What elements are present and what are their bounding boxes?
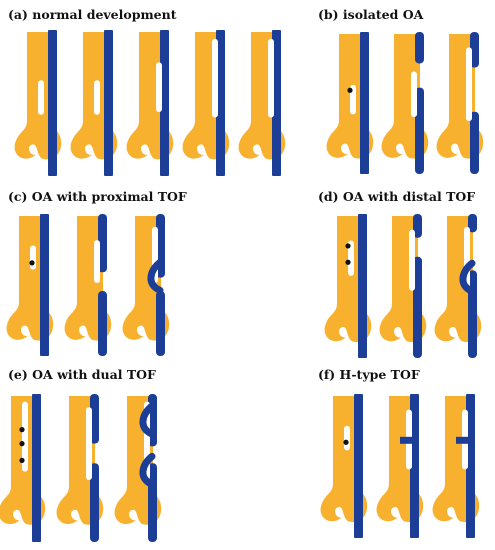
trachea-shape: [466, 394, 475, 538]
trachea-upper-shape: [470, 32, 479, 68]
separation-notch: [409, 229, 415, 291]
trachea-upper-shape: [415, 32, 424, 64]
separation-notch: [268, 38, 274, 118]
figure-atresia-wide: [436, 32, 484, 174]
trachea-upper-shape: [413, 214, 422, 238]
fistula-hook: [139, 452, 156, 488]
trachea-shape: [410, 394, 419, 538]
fistula-dot: [345, 259, 351, 265]
separation-notch: [212, 38, 218, 118]
figure-atresia-gap: [381, 32, 429, 174]
figure-h-bridge: [376, 394, 424, 538]
panel-oa-proximal-tof: [6, 214, 170, 356]
caption-c: (c) OA with proximal TOF: [8, 189, 187, 204]
trachea-lower-shape: [156, 291, 165, 356]
trachea-upper-shape: [468, 214, 477, 233]
caption-b: (b) isolated OA: [318, 7, 424, 22]
figure-full-split: [238, 30, 286, 176]
trachea-shape: [104, 30, 113, 176]
h-fistula-bridge: [456, 436, 470, 444]
separation-notch: [344, 425, 350, 451]
figure-distal-hook: [434, 214, 482, 358]
trachea-lower-shape: [413, 256, 422, 358]
trachea-upper-shape: [90, 394, 99, 444]
caption-d: (d) OA with distal TOF: [318, 189, 475, 204]
figure-dual-chain: [0, 394, 46, 542]
separation-notch: [156, 62, 162, 113]
panel-h-type-tof: [320, 394, 480, 538]
trachea-shape: [272, 30, 281, 176]
trachea-lower-shape: [470, 111, 479, 174]
trachea-shape: [360, 32, 369, 174]
trachea-lower-shape: [90, 463, 99, 542]
caption-e: (e) OA with dual TOF: [8, 367, 156, 382]
panel-normal-development: [14, 30, 286, 176]
figure-partial-split: [70, 30, 118, 176]
trachea-lower-shape: [415, 87, 424, 174]
panel-isolated-oa: [326, 32, 484, 174]
trachea-shape: [358, 214, 367, 358]
separation-notch: [94, 240, 100, 283]
separation-notch: [348, 240, 354, 276]
separation-notch: [86, 407, 92, 480]
panel-oa-dual-tof: [0, 394, 162, 542]
fistula-dot: [29, 260, 35, 266]
fistula-dot: [347, 87, 353, 93]
fistula-hook: [147, 258, 164, 294]
trachea-shape: [160, 30, 169, 176]
fistula-dot: [19, 427, 25, 433]
fistula-dot: [19, 457, 25, 463]
trachea-shape: [32, 394, 41, 542]
separation-notch: [411, 71, 417, 118]
trachea-shape: [216, 30, 225, 176]
panel-oa-distal-tof: [324, 214, 482, 358]
separation-notch: [22, 401, 28, 472]
figure-full-split: [182, 30, 230, 176]
figure-h-dot: [320, 394, 368, 538]
trachea-shape: [354, 394, 363, 538]
figure-distal-cut: [379, 214, 427, 358]
figure-midgut-notch: [126, 30, 174, 176]
separation-notch: [38, 80, 44, 115]
h-fistula-bridge: [400, 436, 414, 444]
fistula-hook: [459, 259, 476, 295]
figure-prox-dot: [6, 214, 54, 356]
figure-atresia-dot: [326, 32, 374, 174]
fistula-dot: [343, 439, 349, 445]
caption-f: (f) H-type TOF: [318, 367, 420, 382]
caption-a: (a) normal development: [8, 7, 177, 22]
figure-prox-cut: [64, 214, 112, 356]
trachea-shape: [48, 30, 57, 176]
trachea-lower-shape: [98, 291, 107, 356]
figure-prox-hook: [122, 214, 170, 356]
figure-partial-split: [14, 30, 62, 176]
figure-h-bridge: [432, 394, 480, 538]
figure-dual-cut: [56, 394, 104, 542]
separation-notch: [466, 47, 472, 122]
fistula-dot: [345, 243, 351, 249]
separation-notch: [94, 80, 100, 115]
separation-notch: [30, 245, 36, 270]
trachea-upper-shape: [98, 214, 107, 273]
figure-dual-hook: [114, 394, 162, 542]
figure-distal-dots: [324, 214, 372, 358]
fistula-dot: [19, 441, 25, 447]
trachea-shape: [40, 214, 49, 356]
fistula-hook: [139, 402, 156, 438]
